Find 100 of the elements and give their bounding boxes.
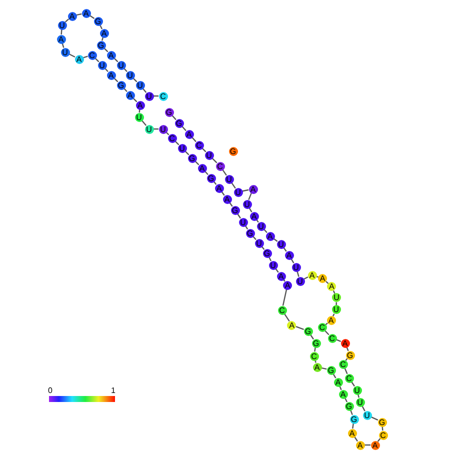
nucleotide-circle: U — [144, 124, 154, 134]
backbone-line — [352, 423, 354, 429]
nucleotide-circle: A — [318, 274, 328, 283]
nucleotide-circle: A — [284, 250, 294, 260]
nucleotide-circle: U — [158, 124, 168, 134]
nucleotide-circle: G — [304, 326, 312, 336]
backbone-line — [248, 192, 252, 200]
nucleotide-circle: U — [144, 92, 154, 100]
nucleotide-circle: G — [312, 338, 320, 348]
nucleotide-circle: U — [332, 305, 341, 314]
nucleotide-circle: A — [198, 164, 206, 172]
nucleotide-circle: A — [356, 440, 364, 450]
nucleotide-circle: C — [378, 430, 388, 440]
nucleotide-circle: G — [326, 366, 336, 374]
nucleotide-circle: A — [74, 54, 84, 64]
nucleotide-circle: C — [88, 50, 96, 60]
nucleotide-circle: C — [168, 134, 176, 142]
nucleotide-circle: G — [188, 154, 196, 162]
backbone-line — [324, 330, 330, 336]
nucleotide-circle: U — [276, 240, 286, 248]
nucleotide-circle: A — [308, 270, 316, 280]
nucleotide-circle: G — [96, 40, 106, 50]
backbone-line — [284, 313, 290, 322]
nucleotide-circle: A — [283, 280, 292, 290]
nucleotide-circle: A — [106, 70, 116, 80]
nucleotide-circle: A — [56, 34, 66, 44]
nucleotide-circle: G — [246, 228, 254, 238]
nucleotide-circle: C — [278, 306, 286, 314]
nucleotide-circle: U — [256, 222, 266, 230]
nucleotide-circle: U — [356, 398, 364, 406]
nucleotide-circle: C — [328, 334, 336, 342]
nucleotide-circle: A — [68, 12, 76, 20]
backbone-line — [282, 289, 288, 306]
nucleotide-circle: A — [334, 378, 342, 386]
nucleotide-circle: A — [222, 194, 232, 204]
nucleotide-circle: C — [310, 352, 318, 360]
nucleotide-circle: A — [184, 130, 194, 138]
nucleotide-circle: U — [60, 48, 70, 56]
backbone-line — [344, 398, 348, 402]
scale-label: 1 — [111, 386, 116, 395]
nucleotide-circle: U — [136, 80, 144, 90]
nucleotide-circle: C — [338, 360, 348, 368]
nucleotide-circle: A — [214, 184, 224, 192]
nucleotide-circle: C — [158, 92, 168, 100]
nucleotide-circle: A — [338, 390, 348, 398]
nucleotide-circle: A — [100, 28, 108, 38]
nucleotide-circle: U — [296, 276, 304, 286]
nucleotide-circle: G — [378, 418, 386, 426]
backbone-line — [336, 302, 337, 306]
nucleotide-circle: U — [362, 410, 372, 420]
nucleotide-circle: U — [98, 60, 106, 70]
nucleotide-circle: C — [216, 162, 224, 170]
backbone-line — [68, 53, 76, 58]
backbone-line — [99, 24, 103, 30]
nucleotide-circle: U — [224, 174, 234, 184]
nucleotide-circle: U — [126, 70, 134, 80]
nucleotide-circle: U — [234, 188, 242, 196]
nucleotide-circle: U — [292, 262, 300, 272]
nucleotide-circle: G — [346, 350, 354, 360]
nucleotide-circle: A — [82, 8, 90, 18]
nucleotide-circle: A — [340, 338, 350, 348]
nucleotide-circle: G — [116, 80, 126, 90]
scale-label: 0 — [48, 386, 52, 395]
backbone-line — [304, 276, 308, 280]
nucleotide-circle: A — [287, 320, 296, 330]
nucleotide-circle: U — [178, 144, 186, 152]
nucleotide-circle: A — [348, 428, 356, 438]
nucleotide-circle: U — [332, 293, 341, 302]
nucleotide-circle: A — [126, 90, 134, 100]
nucleotide-circle: G — [230, 206, 240, 214]
nucleotide-circle: A — [106, 50, 116, 60]
nucleotide-circle: A — [136, 100, 144, 110]
nucleotide-circle: G — [262, 248, 272, 258]
nucleotide-circle: C — [194, 140, 204, 150]
nucleotide-circle: A — [327, 282, 336, 291]
backbone-line — [296, 326, 304, 330]
nucleotide-circle: G — [344, 402, 354, 410]
backbone-line — [377, 438, 381, 442]
nucleotide-circle: G — [228, 146, 238, 156]
nucleotide-circle: U — [116, 60, 126, 70]
nucleotide-circle: U — [204, 150, 214, 160]
nucleotide-circle: A — [312, 362, 322, 372]
nucleotide-circle: U — [268, 260, 278, 270]
nucleotide-circle: C — [318, 323, 327, 332]
backbone-line — [268, 256, 272, 262]
nucleotide-circle: G — [350, 414, 358, 424]
nucleotide-circle: U — [238, 218, 248, 226]
backbone-line — [370, 416, 378, 421]
nucleotide-circle: G — [94, 16, 102, 26]
nucleotide-circle: A — [276, 272, 286, 280]
nucleotide-circle: G — [174, 118, 184, 128]
nucleotide-circle: U — [242, 200, 252, 208]
nucleotide-circle: U — [352, 386, 362, 394]
backbone-line — [242, 189, 249, 192]
nucleotide-circle: A — [248, 184, 258, 194]
nucleotide-circle: U — [254, 238, 264, 248]
nucleotide-circle: A — [266, 232, 274, 240]
nucleotide-circle: G — [164, 108, 174, 116]
nucleotide-circle: A — [370, 440, 380, 450]
nucleotide-circle: U — [58, 20, 66, 30]
